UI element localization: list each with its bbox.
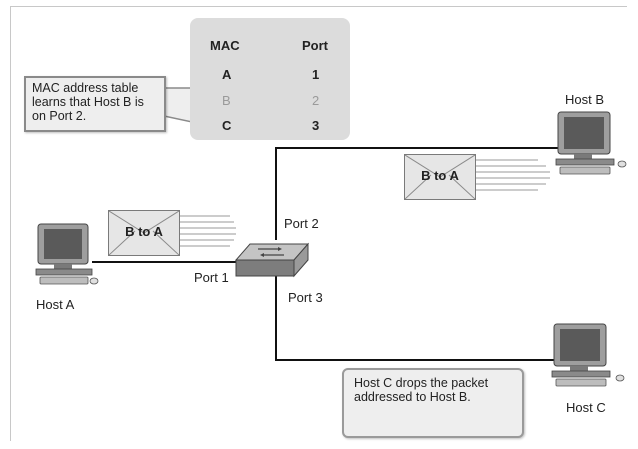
port-2-label: Port 2 xyxy=(284,216,319,231)
learn-callout: MAC address table learns that Host B is … xyxy=(24,76,166,132)
port-3-label: Port 3 xyxy=(288,290,323,305)
mac-column-header: MAC xyxy=(210,38,240,53)
diagram-frame xyxy=(10,6,627,441)
mac-address-table: MAC Port A 1 B 2 C 3 xyxy=(190,18,350,140)
callout-pointer xyxy=(163,87,193,123)
switch-icon xyxy=(234,242,310,278)
frame-label: B to A xyxy=(125,224,163,239)
mac-entry: B xyxy=(222,93,231,108)
frame-label: B to A xyxy=(421,168,459,183)
mac-entry: C xyxy=(222,118,232,133)
port-column-header: Port xyxy=(302,38,328,53)
link-switch-host-c xyxy=(275,275,560,361)
envelope-flap-icon xyxy=(109,211,179,255)
drop-callout: Host C drops the packet addressed to Hos… xyxy=(342,368,524,438)
port-entry: 3 xyxy=(312,118,320,133)
motion-lines-icon xyxy=(180,215,236,247)
envelope-flap-icon xyxy=(405,155,475,199)
motion-lines-icon xyxy=(476,159,550,191)
port-entry: 2 xyxy=(312,93,320,108)
host-c-computer-icon xyxy=(551,323,625,387)
frame-envelope-to-host-b: B to A xyxy=(404,154,476,200)
host-a-label: Host A xyxy=(36,297,75,312)
mac-entry: A xyxy=(222,67,232,82)
host-a-computer-icon xyxy=(35,223,99,285)
port-1-label: Port 1 xyxy=(194,270,229,285)
host-b-label: Host B xyxy=(565,92,605,107)
host-b-computer-icon xyxy=(555,111,627,175)
host-c-label: Host C xyxy=(566,400,606,415)
port-entry: 1 xyxy=(312,67,320,82)
frame-envelope-to-switch: B to A xyxy=(108,210,180,256)
link-switch-host-b xyxy=(275,147,560,240)
